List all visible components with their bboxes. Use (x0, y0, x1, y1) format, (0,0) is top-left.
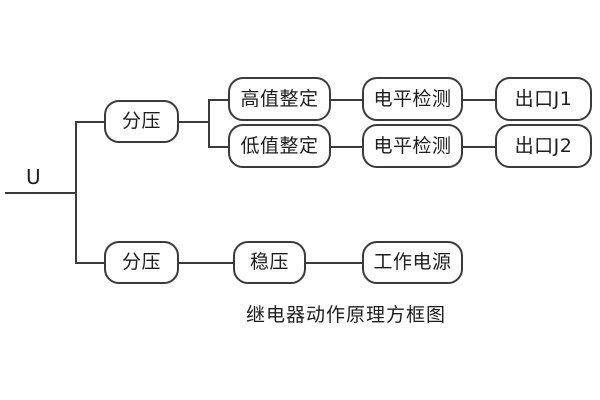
node-output-j1[interactable]: 出口J1 (495, 77, 592, 121)
node-divider-top[interactable]: 分压 (104, 100, 179, 143)
node-voltage-regulator[interactable]: 稳压 (233, 241, 306, 284)
connector-level-detect-to-output-j1 (462, 99, 496, 101)
connector-trunk-to-divider-top (75, 121, 105, 123)
connector-divider-bottom-to-regulator (178, 262, 234, 264)
node-low-setting[interactable]: 低值整定 (228, 124, 331, 168)
connector-split-to-high-setting (208, 99, 230, 101)
node-high-setting[interactable]: 高值整定 (228, 77, 331, 121)
connector-split-vertical (208, 99, 210, 148)
connector-low-setting-to-level-detect (330, 146, 363, 148)
connector-high-setting-to-level-detect (330, 99, 363, 101)
connector-regulator-to-working-power (305, 262, 363, 264)
connector-split-to-low-setting (208, 146, 230, 148)
connector-divider-top-to-split (178, 121, 210, 123)
node-level-detect-low[interactable]: 电平检测 (362, 124, 463, 168)
connector-main-trunk (75, 121, 77, 264)
diagram-caption: 继电器动作原理方框图 (246, 304, 447, 326)
connector-trunk-to-divider-bottom (75, 262, 105, 264)
node-working-power[interactable]: 工作电源 (362, 241, 463, 284)
input-voltage-label: U (26, 165, 41, 189)
node-divider-bottom[interactable]: 分压 (104, 241, 179, 284)
node-level-detect-high[interactable]: 电平检测 (362, 77, 463, 121)
connector-input-feed (5, 192, 77, 194)
node-output-j2[interactable]: 出口J2 (495, 124, 592, 168)
connector-level-detect-to-output-j2 (462, 146, 496, 148)
